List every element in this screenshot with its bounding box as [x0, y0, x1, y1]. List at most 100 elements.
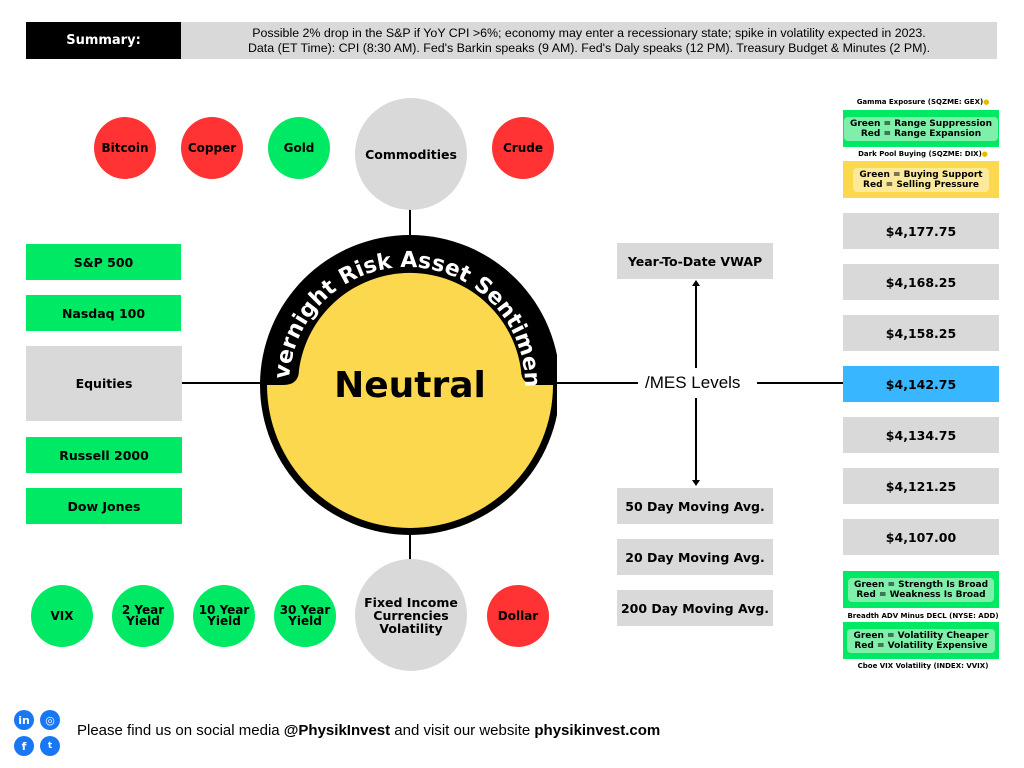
mes-level-value: $4,134.75	[885, 427, 957, 443]
equity-label: Russell 2000	[59, 447, 149, 463]
mes-level-value: $4,168.25	[885, 274, 957, 290]
fixed-income-hub: Fixed Income Currencies Volatility	[355, 559, 467, 671]
fi-label: Dollar	[497, 608, 539, 623]
sentiment-value: Neutral	[334, 365, 486, 406]
mes-level: $4,121.25	[843, 468, 999, 504]
footer-text: Please find us on social media @PhysikIn…	[77, 722, 660, 739]
commodity-label: Copper	[187, 140, 237, 155]
ytd-vwap-box: Year-To-Date VWAP	[617, 243, 773, 279]
vvix-title: Cboe VIX Volatility (INDEX: VVIX)	[857, 662, 989, 670]
summary-line-1: Possible 2% drop in the S&P if YoY CPI >…	[252, 25, 926, 40]
fi-label: Yield	[126, 614, 160, 628]
legend-line: Green = Buying Support	[859, 169, 983, 180]
equity-label: Nasdaq 100	[61, 305, 146, 321]
footer-text-2: and visit our website	[390, 722, 535, 739]
mes-level-value: $4,177.75	[885, 223, 957, 239]
mes-levels-label: /MES Levels	[645, 373, 741, 392]
mes-level: $4,177.75	[843, 213, 999, 249]
legend-line: Red = Range Expansion	[860, 128, 982, 139]
legend-line: Green = Range Suppression	[849, 118, 993, 129]
equity-sp500: S&P 500	[26, 244, 181, 280]
mes-level-value: $4,142.75	[885, 376, 957, 392]
emoji-icon: ●	[983, 98, 990, 106]
mes-level-current: $4,142.75	[843, 366, 999, 402]
facebook-glyph: f	[21, 739, 27, 753]
fi-label: 2 Year	[121, 603, 165, 617]
emoji-icon: ●	[981, 150, 988, 158]
ytd-vwap-label: Year-To-Date VWAP	[627, 253, 763, 269]
twitter-glyph: t	[47, 741, 53, 751]
ma200-box: 200 Day Moving Avg.	[617, 590, 773, 626]
fi-dollar: Dollar	[487, 585, 549, 647]
mes-arrow-down-line	[695, 398, 697, 480]
instagram-icon[interactable]: ◎	[40, 710, 60, 730]
footer-text-1: Please find us on social media	[77, 722, 284, 739]
summary-label: Summary:	[26, 22, 181, 59]
gex-legend-text: Green = Range Suppression Red = Range Ex…	[843, 116, 999, 141]
fi-label: VIX	[50, 608, 74, 623]
mes-arrow-up-line	[695, 285, 697, 368]
mes-level: $4,158.25	[843, 315, 999, 351]
fi-hub-label: Fixed Income	[364, 594, 458, 610]
equity-nasdaq100: Nasdaq 100	[26, 295, 181, 331]
linkedin-glyph: in	[18, 713, 30, 727]
mes-level: $4,107.00	[843, 519, 999, 555]
website-link[interactable]: physikinvest.com	[534, 722, 661, 739]
add-title: Breadth ADV Minus DECL (NYSE: ADD)	[847, 612, 999, 620]
facebook-icon[interactable]: f	[14, 736, 34, 756]
vvix-legend-text: Green = Volatility Cheaper Red = Volatil…	[847, 628, 995, 653]
legend-line: Red = Weakness Is Broad	[856, 589, 986, 600]
legend-line: Green = Volatility Cheaper	[853, 630, 989, 641]
fi-label: 10 Year	[198, 603, 250, 617]
equity-dowjones: Dow Jones	[26, 488, 182, 524]
mes-level: $4,168.25	[843, 264, 999, 300]
fi-hub-label: Currencies	[373, 607, 449, 623]
fi-label: 30 Year	[279, 603, 331, 617]
gex-legend: Green = Range Suppression Red = Range Ex…	[843, 110, 999, 147]
fi-label: Yield	[207, 614, 241, 628]
mes-connector-right	[757, 382, 843, 384]
gex-title-text: Gamma Exposure (SQZME: GEX)	[856, 98, 984, 106]
commodity-label: Crude	[503, 140, 543, 155]
legend-line: Green = Strength Is Broad	[853, 579, 989, 590]
linkedin-icon[interactable]: in	[14, 710, 34, 730]
equity-label: S&P 500	[73, 254, 134, 270]
fi-hub-label: Volatility	[379, 620, 443, 636]
ma50-box: 50 Day Moving Avg.	[617, 488, 773, 524]
commodities-hub-label: Commodities	[365, 146, 457, 162]
gex-title: Gamma Exposure (SQZME: GEX)●	[843, 98, 1003, 106]
mes-level: $4,134.75	[843, 417, 999, 453]
mes-level-value: $4,107.00	[885, 529, 957, 545]
gauge-arc-band	[265, 240, 555, 385]
twitter-icon[interactable]: t	[40, 736, 60, 756]
commodity-label: Gold	[283, 140, 315, 155]
fixed-income-connector	[409, 530, 411, 562]
mes-level-value: $4,121.25	[885, 478, 957, 494]
commodity-crude: Crude	[492, 117, 554, 179]
summary-line-2: Data (ET Time): CPI (8:30 AM). Fed's Bar…	[247, 40, 931, 55]
ma-label: 50 Day Moving Avg.	[625, 498, 765, 514]
ma20-box: 20 Day Moving Avg.	[617, 539, 773, 575]
fi-label: Yield	[288, 614, 322, 628]
legend-line: Red = Selling Pressure	[863, 179, 979, 190]
commodities-connector	[409, 208, 411, 238]
dix-legend: Green = Buying Support Red = Selling Pre…	[843, 161, 999, 198]
commodity-gold: Gold	[268, 117, 330, 179]
commodities-hub: Commodities	[355, 98, 467, 210]
social-handle-link[interactable]: @PhysikInvest	[283, 722, 391, 739]
add-legend-text: Green = Strength Is Broad Red = Weakness…	[847, 577, 995, 602]
vvix-legend: Green = Volatility Cheaper Red = Volatil…	[843, 622, 999, 659]
equity-label: Dow Jones	[67, 498, 141, 514]
instagram-glyph: ◎	[45, 713, 55, 727]
gauge-fill	[267, 242, 553, 528]
mes-level-value: $4,158.25	[885, 325, 957, 341]
equities-hub-label: Equities	[75, 376, 133, 391]
legend-line: Red = Volatility Expensive	[854, 640, 988, 651]
dix-title-text: Dark Pool Buying (SQZME: DIX)	[858, 150, 982, 158]
dix-title: Dark Pool Buying (SQZME: DIX)●	[843, 150, 1003, 158]
summary-text: Possible 2% drop in the S&P if YoY CPI >…	[181, 22, 997, 59]
commodity-label: Bitcoin	[101, 140, 149, 155]
